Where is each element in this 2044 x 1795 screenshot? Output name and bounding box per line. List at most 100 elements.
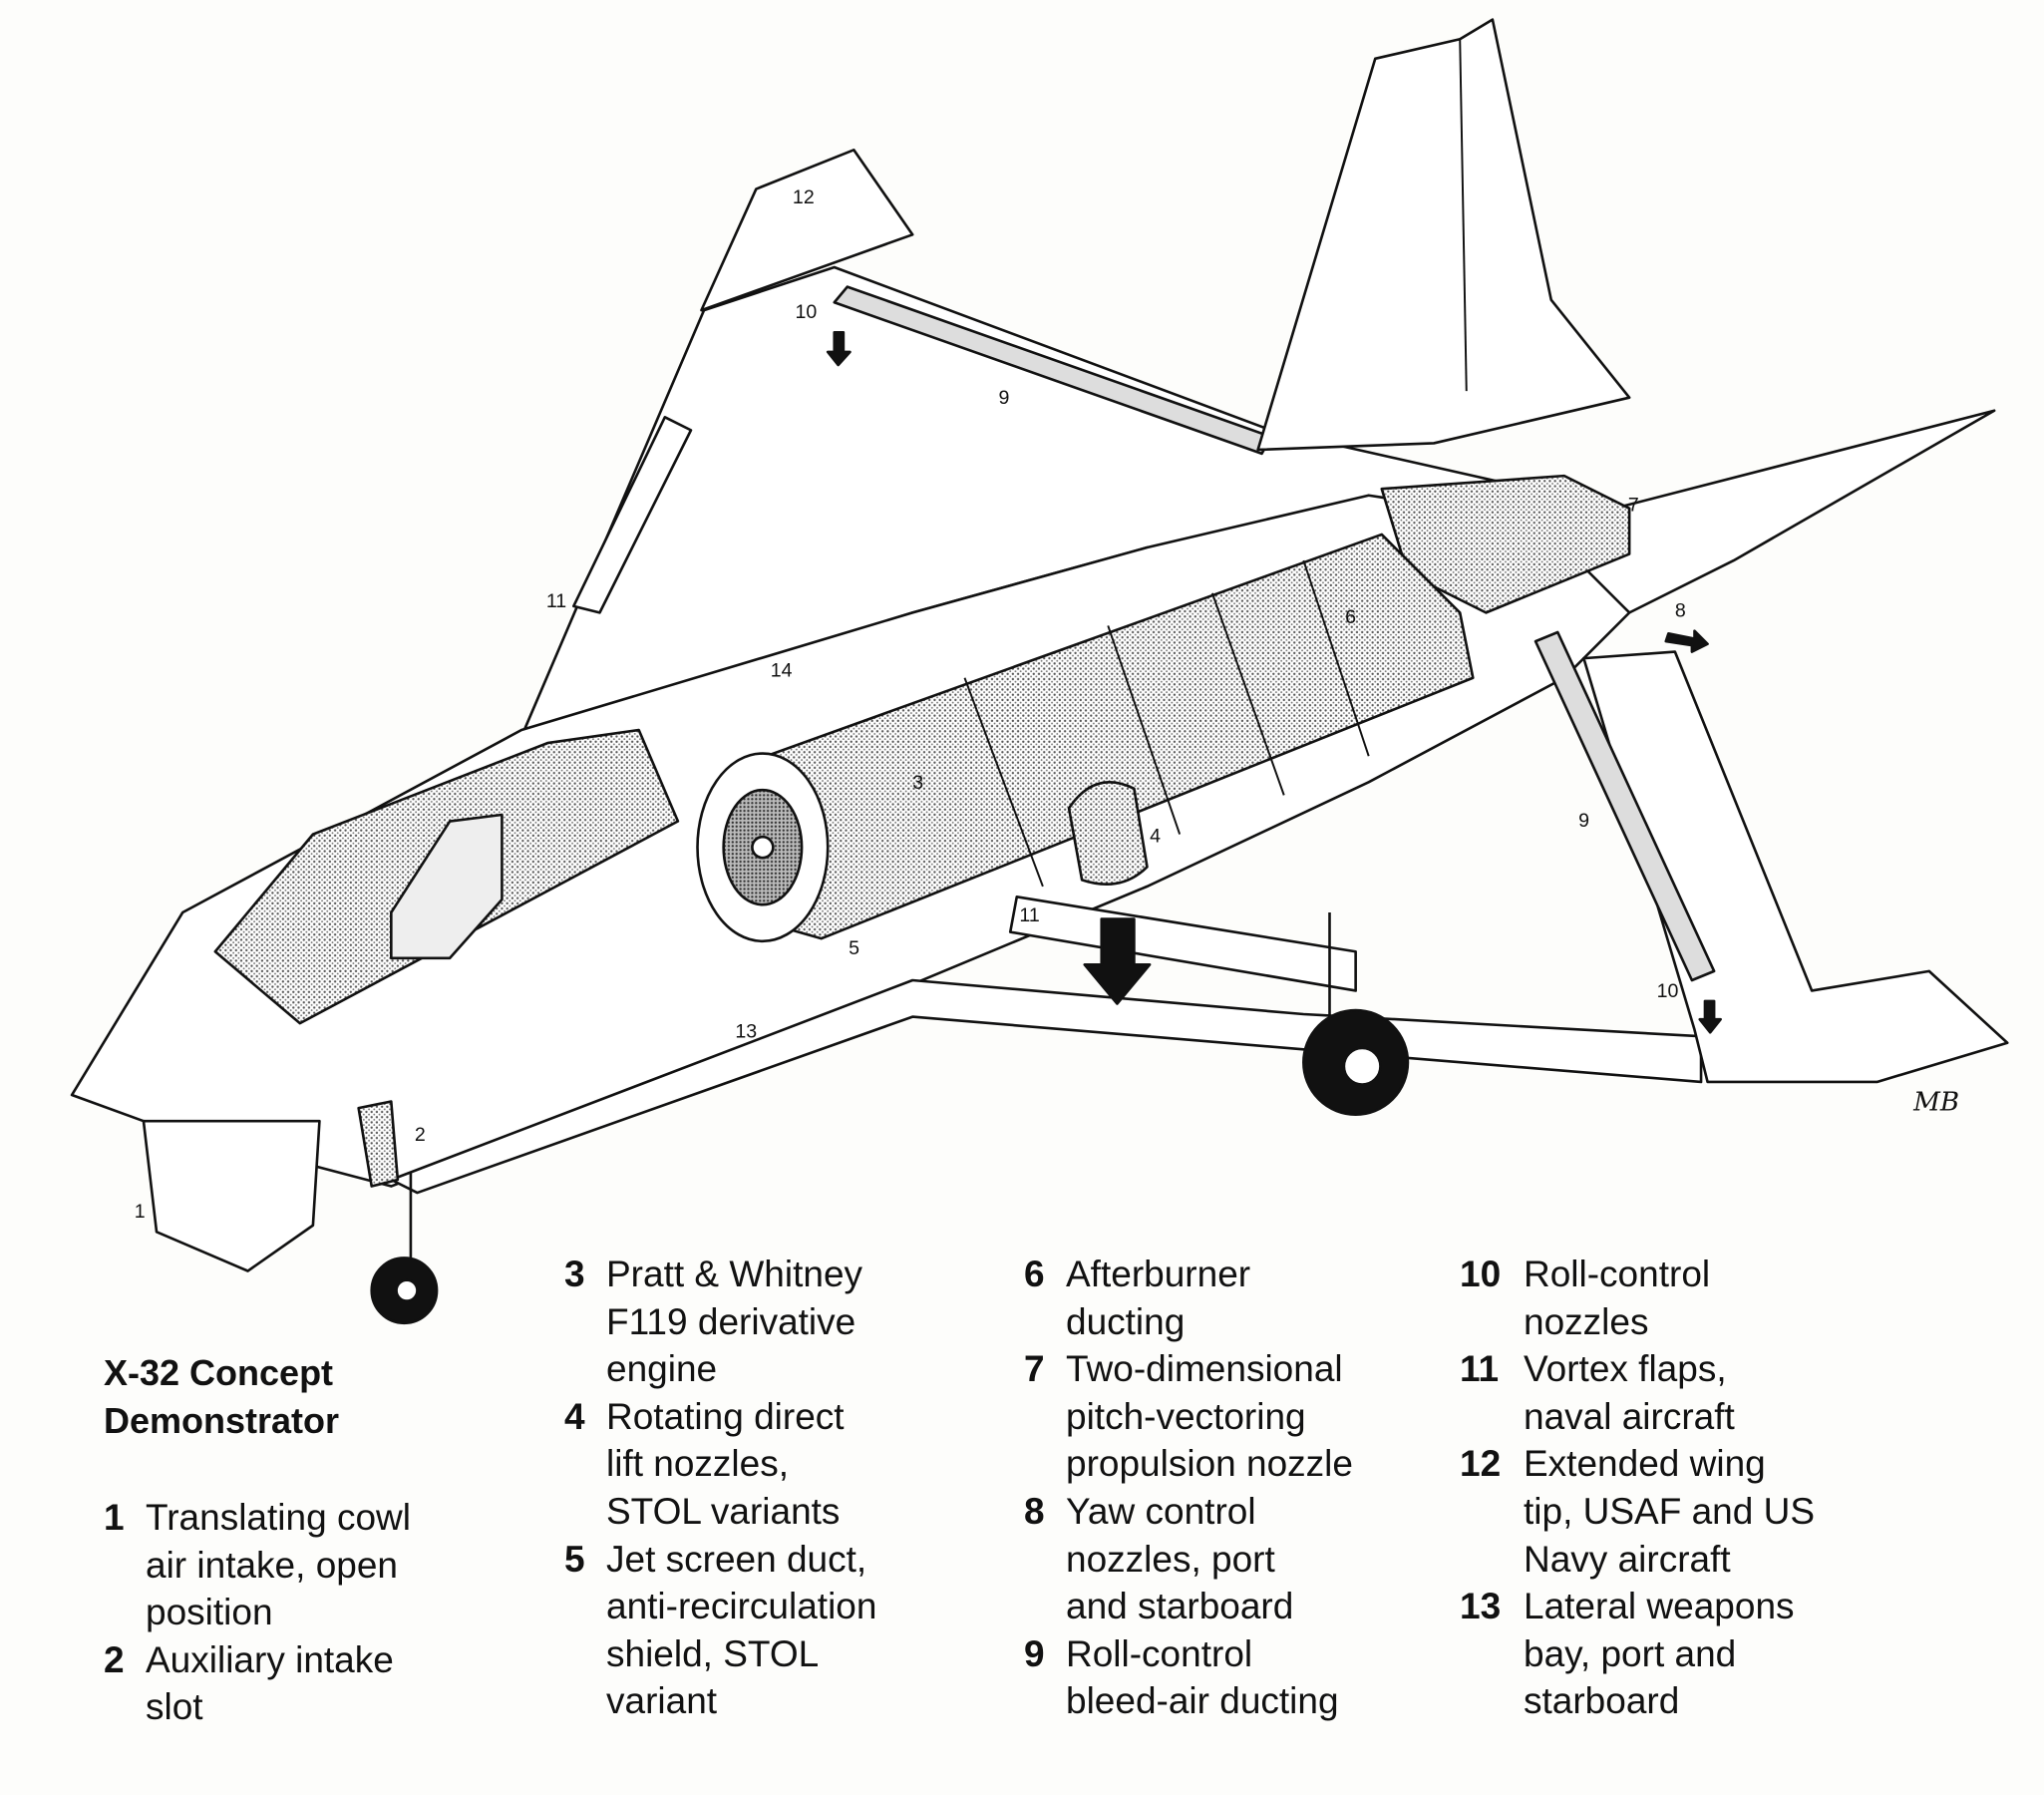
lift-thrust-arrow [1083,917,1152,1005]
legend-item-number: 6 [1024,1254,1045,1294]
legend-item-line: Extended wing [1524,1443,1766,1485]
legend-item-line: shield, STOL [606,1632,820,1674]
callout-number: 11 [546,590,566,612]
legend-item: 10 Roll-control nozzles [1460,1251,1815,1345]
roll-nozzle-arrow-near [1698,999,1722,1034]
legend-item-number: 9 [1024,1632,1045,1674]
legend-item-line: bleed-air ducting [1066,1680,1339,1722]
artist-signature: MB [1912,1088,1959,1118]
legend-item-line: Vortex flaps, [1524,1348,1727,1390]
legend-item-number: 2 [104,1638,125,1680]
legend-column: 1 Translating cowl air intake, open positio… [104,1494,411,1731]
legend-item-line: position [146,1592,273,1633]
legend-item-line: Rotating direct [606,1395,845,1437]
legend-item-line: Navy aircraft [1524,1538,1731,1580]
legend-item-line: nozzles [1524,1300,1649,1342]
diagram-title: X-32 Concept Demonstrator [104,1349,339,1445]
legend-item-line: air intake, open [146,1544,399,1586]
legend-item-line: pitch-vectoring [1066,1395,1306,1437]
callout-number: 5 [849,937,859,959]
legend-item-number: 12 [1460,1443,1502,1485]
callout-number: 9 [998,387,1009,409]
vertical-tail [1256,18,1631,452]
callout-number: 1 [135,1201,146,1223]
callout-number: 8 [1675,599,1686,621]
title-line-1: X-32 Concept [104,1352,334,1393]
legend-item-text: Afterburner ducting [1066,1251,1250,1345]
legend-item-line: F119 derivative [606,1300,856,1342]
legend-item-text: Extended wing tip, USAF and US Navy aircra… [1524,1440,1815,1583]
legend-item: 11 Vortex flaps, naval aircraft [1460,1345,1815,1440]
legend-item-line: ducting [1066,1300,1186,1342]
callout-number: 10 [1657,980,1679,1002]
legend-item-number: 10 [1460,1254,1502,1294]
callout-number: 14 [771,659,793,681]
callout-number: 12 [793,186,815,208]
callout-number: 7 [1628,494,1639,516]
legend-item-line: Translating cowl [146,1497,411,1538]
translating-cowl-intake [142,1119,321,1272]
legend-item-line: Roll-control [1524,1254,1711,1294]
legend-item-line: engine [606,1348,718,1390]
lift-nozzle-elbow [1067,781,1149,887]
legend-item-line: STOL variants [606,1490,841,1532]
callout-number: 4 [1150,825,1161,847]
callout-number: 13 [735,1021,757,1043]
callout-number: 10 [796,301,818,323]
callout-number: 6 [1345,606,1356,628]
legend-item: 6 Afterburner ducting [1024,1251,1353,1345]
legend-item-line: bay, port and [1524,1632,1737,1674]
legend-item-number: 13 [1460,1586,1502,1627]
legend-item-line: Afterburner [1066,1254,1251,1294]
legend-item-line: tip, USAF and US [1524,1490,1816,1532]
callout-number: 3 [912,772,923,794]
legend-item: 13 Lateral weapons bay, port and starboard [1460,1583,1815,1725]
legend-item-line: and starboard [1066,1586,1294,1627]
legend-item-number: 7 [1024,1348,1045,1390]
legend-item-line: Roll-control [1066,1632,1253,1674]
near-vortex-flap [1008,896,1357,992]
auxiliary-intake-slot [357,1100,400,1188]
legend-item-line: Yaw control [1066,1490,1256,1532]
legend-item-text: Translating cowl air intake, open position [146,1494,411,1636]
legend-item-line: Jet screen duct, [606,1538,867,1580]
callout-number: 2 [415,1124,426,1146]
legend-item-line: variant [606,1680,718,1722]
legend-item-line: naval aircraft [1524,1395,1735,1437]
legend-item: 12 Extended wing tip, USAF and US Navy airc… [1460,1440,1815,1583]
legend-item-text: Lateral weapons bay, port and starboard [1524,1583,1795,1725]
near-roll-duct [1533,630,1716,982]
legend-item-text: Vortex flaps, naval aircraft [1524,1345,1735,1440]
legend-item-number: 11 [1460,1348,1500,1390]
legend-item-text: Roll-control bleed-air ducting [1066,1630,1339,1725]
legend-item-line: starboard [1524,1680,1680,1722]
legend-item-number: 3 [564,1254,585,1294]
callout-number: 9 [1578,810,1589,832]
legend-item-line: Lateral weapons [1524,1586,1795,1627]
legend-item-number: 1 [104,1497,125,1538]
extended-wing-tip [700,149,914,312]
title-line-2: Demonstrator [104,1400,340,1441]
far-vortex-flap [572,415,693,614]
ejection-seat [390,813,504,960]
legend-item-line: Pratt & Whitney [606,1254,863,1294]
legend-item-text: Roll-control nozzles [1524,1251,1710,1345]
legend-item-line: propulsion nozzle [1066,1443,1353,1485]
legend-item-number: 5 [564,1538,585,1580]
legend-item-line: slot [146,1686,203,1728]
legend-item-number: 8 [1024,1490,1045,1532]
